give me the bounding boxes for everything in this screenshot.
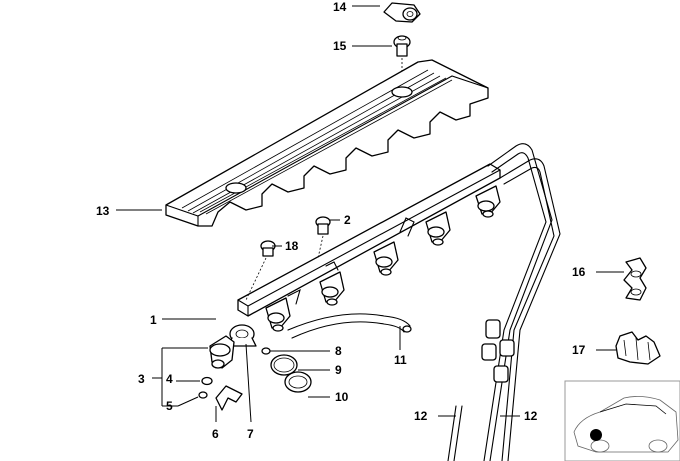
label-16: 16 <box>572 265 586 279</box>
part-7-pressure-regulator <box>227 324 257 347</box>
label-1: 1 <box>150 313 157 327</box>
injector-4 <box>319 261 345 306</box>
injector-1 <box>475 185 501 218</box>
part-15-grommet <box>393 35 411 57</box>
label-10: 10 <box>335 390 349 404</box>
label-8: 8 <box>335 344 342 358</box>
leader-lines <box>116 5 624 423</box>
part-10-seal-ring <box>284 371 312 393</box>
label-9: 9 <box>335 363 342 377</box>
part-18-nut <box>260 240 276 257</box>
injector-5 <box>265 288 301 332</box>
part-17-multi-clip <box>615 331 661 365</box>
part-8-ring <box>261 347 271 355</box>
part-2-screw <box>315 216 331 235</box>
part-5-o-ring <box>198 391 208 399</box>
part-6-clip <box>215 385 243 411</box>
location-marker-dot <box>590 429 602 441</box>
label-2: 2 <box>344 213 351 227</box>
label-11: 11 <box>394 353 407 367</box>
part-12-fuel-pipes <box>447 143 561 461</box>
vehicle-location-inset <box>564 380 680 461</box>
label-3: 3 <box>138 372 145 386</box>
label-7: 7 <box>247 427 254 441</box>
injector-2 <box>399 211 451 246</box>
label-4: 4 <box>166 372 173 386</box>
part-11-vacuum-hose <box>287 313 412 339</box>
label-18: 18 <box>285 239 299 253</box>
part-3-injector <box>209 335 235 369</box>
part-14-cap <box>383 2 421 23</box>
label-5: 5 <box>166 399 173 413</box>
part-9-seal-ring <box>270 354 298 376</box>
label-13: 13 <box>96 204 110 218</box>
label-15: 15 <box>333 39 347 53</box>
label-12-right: 12 <box>524 409 538 423</box>
part-labels: 14 15 13 2 18 1 3 4 5 6 7 8 9 10 11 12 1… <box>96 0 586 441</box>
injector-3 <box>373 241 399 276</box>
label-14: 14 <box>333 0 347 14</box>
label-12-left: 12 <box>414 409 428 423</box>
label-6: 6 <box>212 427 219 441</box>
part-16-pipe-clip <box>623 257 647 301</box>
label-17: 17 <box>572 343 586 357</box>
part-4-o-ring <box>201 376 213 386</box>
part-13-injector-cover <box>165 59 489 227</box>
